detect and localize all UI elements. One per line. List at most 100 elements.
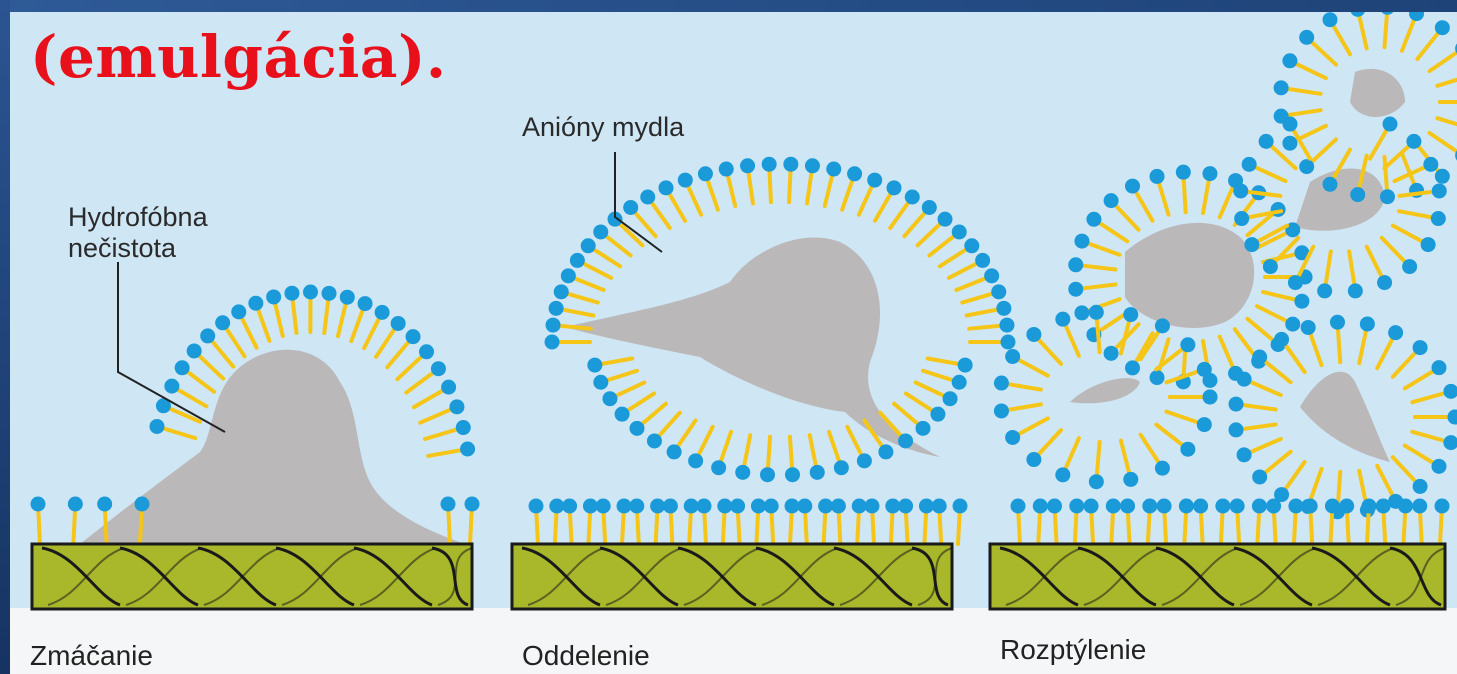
soap-molecule — [31, 497, 46, 545]
soap-head — [1229, 422, 1244, 437]
soap-molecule — [719, 162, 735, 206]
soap-molecule — [1104, 193, 1139, 230]
soap-head — [1179, 499, 1194, 514]
soap-molecule — [549, 301, 594, 316]
soap-head — [441, 497, 456, 512]
soap-head — [248, 296, 263, 311]
soap-head — [322, 286, 337, 301]
soap-head — [1026, 452, 1041, 467]
dirt-particle — [1300, 372, 1390, 462]
stage-label-dispersion: Rozptýlenie — [1000, 634, 1146, 665]
soap-molecule — [1157, 499, 1172, 545]
soap-head — [1350, 12, 1365, 17]
soap-head — [783, 157, 798, 172]
soap-head — [554, 284, 569, 299]
soap-head — [717, 499, 732, 514]
dirt-particle — [1350, 69, 1405, 117]
soap-molecule — [1237, 372, 1281, 395]
soap-head — [885, 499, 900, 514]
soap-molecule — [1244, 226, 1287, 252]
soap-head — [1383, 117, 1398, 132]
soap-head — [1244, 237, 1259, 252]
soap-head — [1360, 316, 1375, 331]
soap-head — [1252, 350, 1267, 365]
soap-head — [1068, 257, 1083, 272]
soap-molecule — [1288, 499, 1303, 545]
soap-head — [1271, 202, 1286, 217]
soap-molecule — [1257, 306, 1300, 331]
soap-molecule — [1156, 337, 1195, 369]
soap-head — [1155, 318, 1170, 333]
soap-molecule — [1367, 247, 1392, 290]
soap-head — [187, 343, 202, 358]
soap-head — [1294, 294, 1309, 309]
impurity-label-line2: nečistota — [68, 233, 176, 264]
soap-head — [1074, 234, 1089, 249]
soap-head — [1443, 384, 1457, 399]
soap-head — [1409, 12, 1424, 21]
soap-molecule — [1412, 384, 1457, 402]
soap-head — [596, 499, 611, 514]
soap-molecule — [587, 358, 632, 373]
soap-molecule — [1430, 41, 1457, 71]
soap-head — [97, 497, 112, 512]
soap-molecule — [650, 499, 665, 545]
soap-head — [1237, 372, 1252, 387]
soap-molecule — [1274, 80, 1321, 95]
soap-head — [688, 453, 703, 468]
soap-head — [441, 380, 456, 395]
soap-head — [764, 499, 779, 514]
dirt-particle — [565, 238, 940, 457]
soap-head — [1055, 467, 1070, 482]
soap-head — [546, 318, 561, 333]
soap-molecule — [1055, 438, 1079, 482]
soap-head — [615, 407, 630, 422]
soap-head — [1123, 472, 1138, 487]
soap-head — [1180, 337, 1195, 352]
soap-head — [1104, 346, 1119, 361]
soap-head — [663, 499, 678, 514]
soap-molecule — [667, 420, 696, 459]
soap-molecule — [684, 499, 699, 545]
soap-head — [1086, 212, 1101, 227]
soap-molecule — [1121, 307, 1138, 353]
soap-molecule — [1412, 499, 1427, 545]
soap-head — [1180, 442, 1195, 457]
soap-head — [1443, 435, 1457, 450]
soap-head — [1193, 499, 1208, 514]
soap-molecule — [1086, 212, 1127, 241]
soap-molecule — [1215, 499, 1230, 545]
soap-head — [1055, 312, 1070, 327]
soap-head — [719, 162, 734, 177]
soap-molecule — [825, 162, 841, 206]
soap-head — [593, 375, 608, 390]
soap-head — [878, 444, 893, 459]
soap-molecule — [852, 499, 867, 545]
soap-head — [984, 268, 999, 283]
soap-molecule — [629, 499, 644, 545]
soap-molecule — [885, 499, 900, 545]
soap-head — [1104, 193, 1119, 208]
soap-head — [1089, 305, 1104, 320]
soap-head — [1431, 211, 1446, 226]
soap-head — [1448, 410, 1457, 425]
soap-molecule — [805, 158, 820, 203]
fabric-strip — [32, 544, 472, 609]
soap-molecule — [1179, 499, 1194, 545]
soap-molecule — [529, 499, 544, 545]
soap-head — [1234, 211, 1249, 226]
soap-head — [1026, 327, 1041, 342]
soap-head — [1402, 259, 1417, 274]
soap-molecule — [898, 499, 913, 545]
soap-head — [952, 375, 967, 390]
soap-head — [1406, 134, 1421, 149]
soap-head — [952, 224, 967, 239]
soap-head — [1283, 117, 1298, 132]
soap-head — [1068, 282, 1083, 297]
soap-head — [930, 407, 945, 422]
soap-molecule — [1005, 418, 1048, 445]
soap-molecule — [1104, 324, 1139, 361]
frame-left — [0, 0, 10, 674]
soap-head — [1299, 159, 1314, 174]
soap-head — [529, 499, 544, 514]
